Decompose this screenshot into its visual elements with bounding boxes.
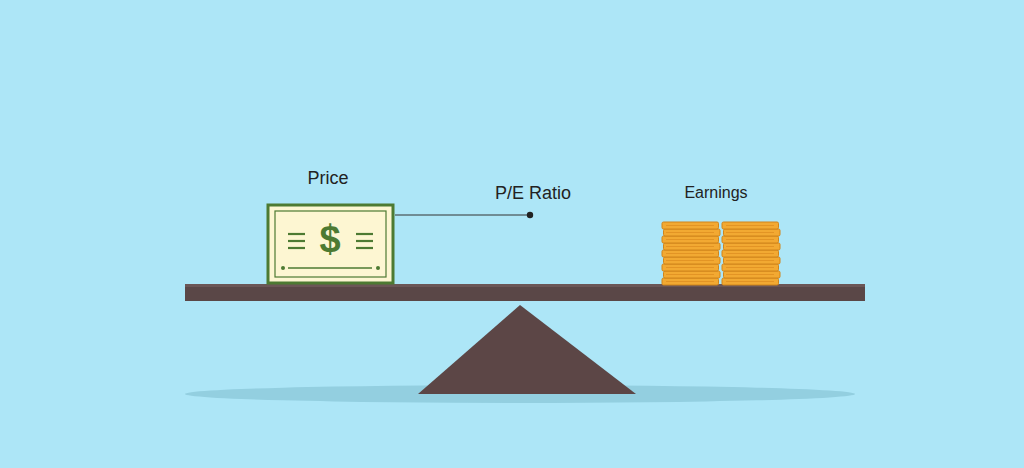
coin [664,271,721,278]
coin [722,250,779,257]
coin-edge [666,260,714,261]
coin [664,243,721,250]
leader-dot [527,212,533,218]
note-dot [281,266,285,270]
coin-edge [726,281,774,282]
coin [662,250,719,257]
coin-edge [666,246,714,247]
note-body [268,205,393,283]
coin [724,257,781,264]
coin-edge [726,225,774,226]
coin-edge [666,274,714,275]
coin-edge [726,253,774,254]
plank [185,284,865,301]
coin [722,278,779,285]
coin-edge [726,246,774,247]
banknote [268,205,393,283]
coin [724,243,781,250]
coin [662,236,719,243]
coin-edge [666,281,714,282]
coin-edge [726,274,774,275]
coin-edge [726,260,774,261]
coin [662,278,719,285]
coin-edge [726,232,774,233]
coin-edge [666,225,714,226]
coin [722,264,779,271]
coin [722,236,779,243]
price-label: Price [307,168,348,189]
fulcrum [418,305,636,394]
coin [724,229,781,236]
coin-edge [666,267,714,268]
coin-edge [666,253,714,254]
coin-stack [662,222,780,285]
coin [722,222,779,229]
coin [664,257,721,264]
leader-line [395,215,527,216]
dollar-sign: $ [319,218,340,262]
coin-edge [666,239,714,240]
coin [662,222,719,229]
ratio-label: P/E Ratio [495,183,571,204]
coin [724,271,781,278]
earnings-label: Earnings [684,184,747,202]
note-dot [376,266,380,270]
coin [664,229,721,236]
note-inner-border [275,211,386,277]
coin-edge [726,239,774,240]
coin [662,264,719,271]
coin-edge [726,267,774,268]
coin-edge [666,232,714,233]
